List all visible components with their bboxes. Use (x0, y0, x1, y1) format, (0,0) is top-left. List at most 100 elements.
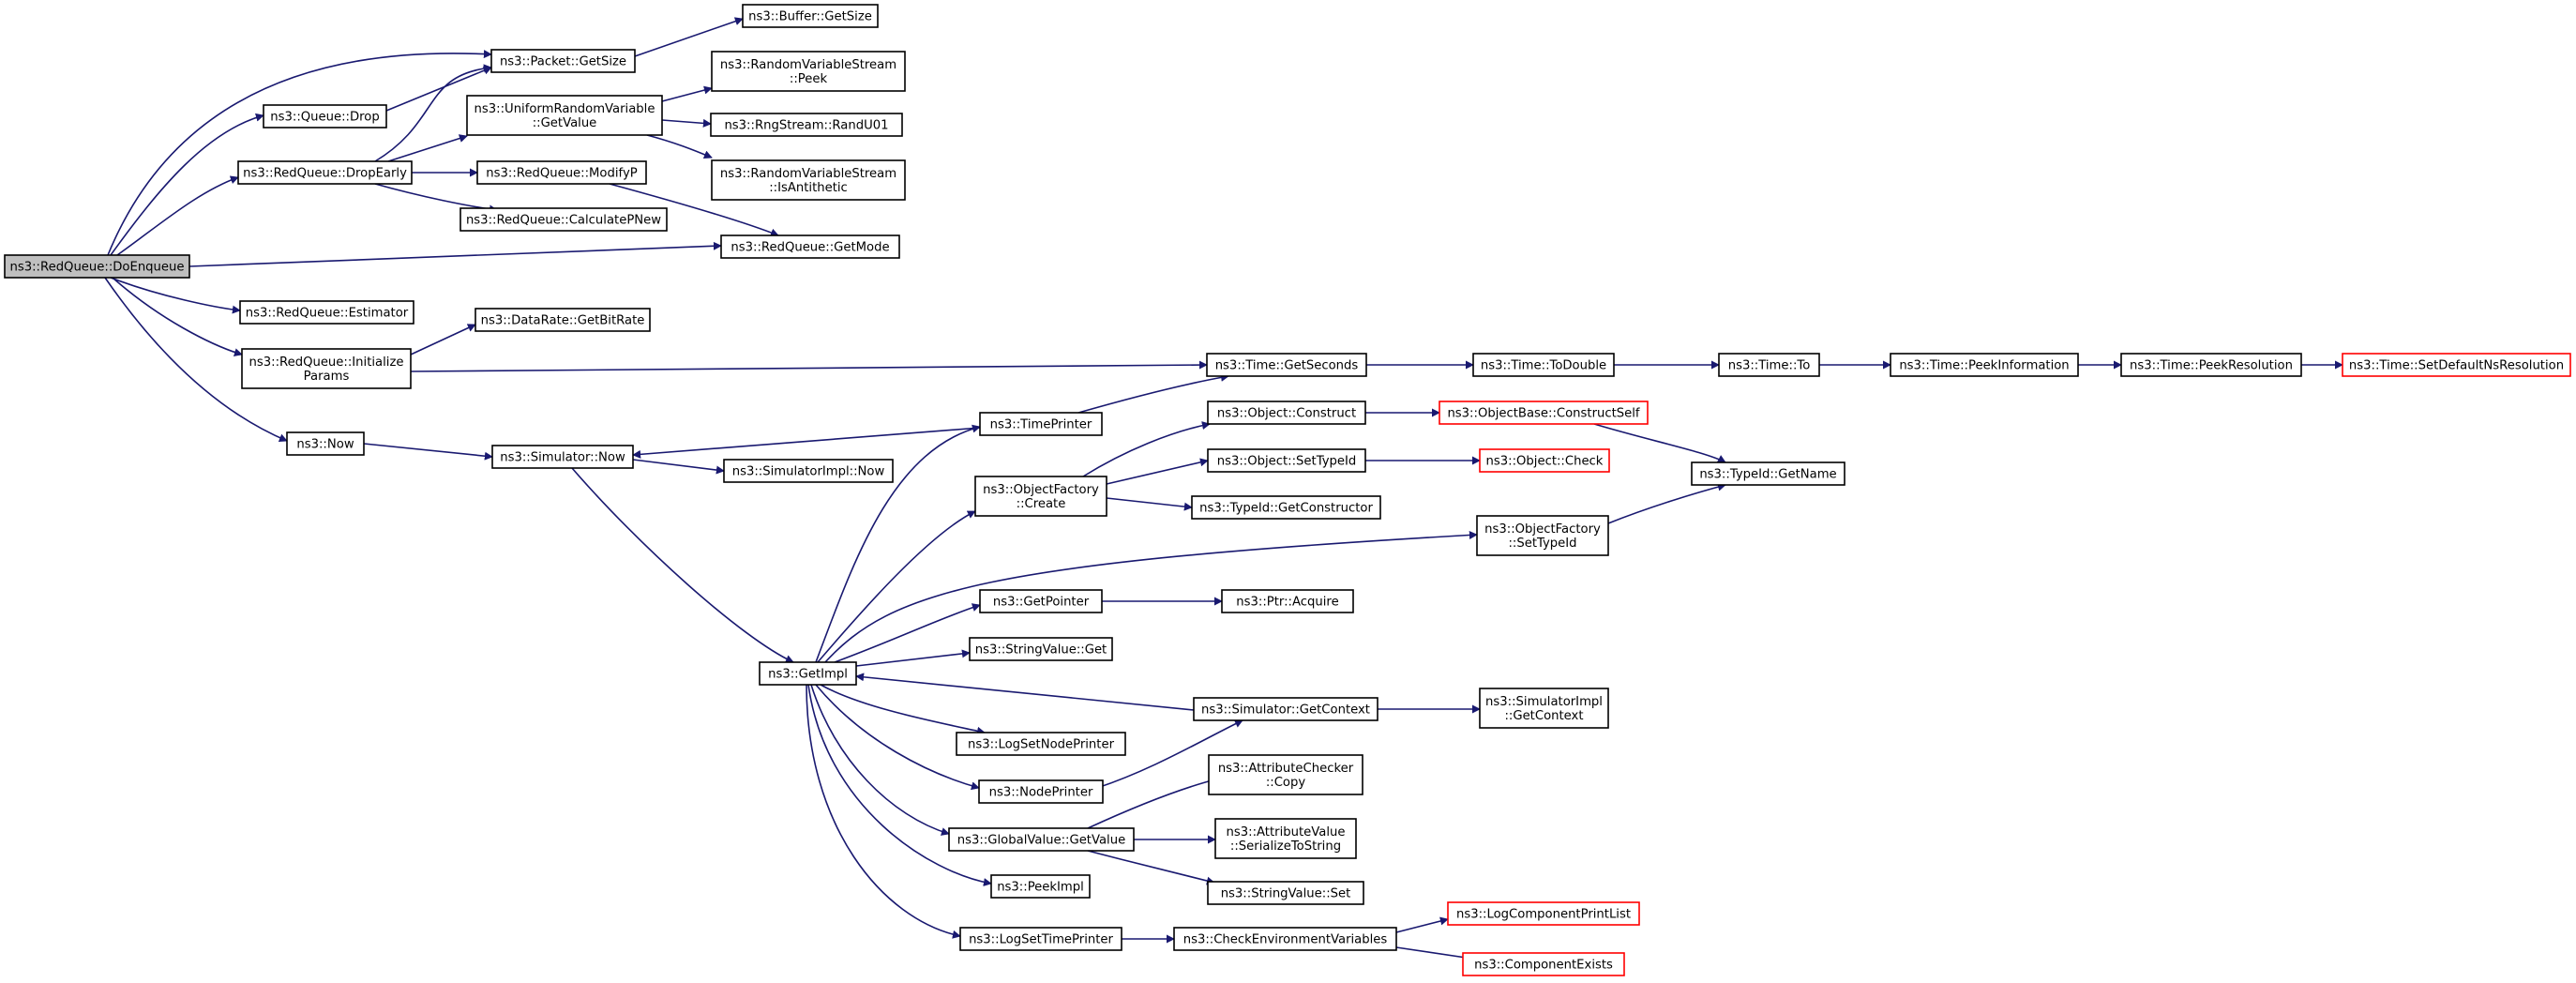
node-box[interactable] (1691, 461, 1845, 486)
node-box[interactable] (1462, 952, 1625, 976)
node-box[interactable] (466, 95, 663, 136)
node-box[interactable] (475, 308, 651, 332)
node-box[interactable] (1479, 688, 1609, 729)
node-box[interactable] (974, 476, 1107, 517)
graph-node[interactable]: ns3::Simulator::Now (491, 445, 634, 469)
graph-node[interactable]: ns3::SimulatorImpl::GetContext (1479, 688, 1609, 729)
graph-node[interactable]: ns3::DataRate::GetBitRate (475, 308, 651, 332)
graph-node[interactable]: ns3::RngStream::RandU01 (710, 113, 903, 137)
graph-node[interactable]: ns3::RedQueue::DoEnqueue (4, 254, 190, 279)
node-box[interactable] (1214, 818, 1357, 859)
node-box[interactable] (239, 300, 414, 325)
graph-node[interactable]: ns3::Time::PeekResolution (2120, 353, 2302, 377)
graph-node[interactable]: ns3::Buffer::GetSize (742, 4, 879, 28)
node-box[interactable] (969, 637, 1113, 661)
graph-node[interactable]: ns3::Object::Construct (1207, 401, 1366, 425)
node-box[interactable] (1207, 881, 1364, 905)
node-box[interactable] (1207, 401, 1366, 425)
node-box[interactable] (1718, 353, 1820, 377)
graph-node[interactable]: ns3::RedQueue::CalculatePNew (459, 207, 668, 232)
graph-node[interactable]: ns3::ObjectFactory::SetTypeId (1476, 515, 1609, 556)
graph-node[interactable]: ns3::Time::SetDefaultNsResolution (2342, 353, 2571, 377)
node-box[interactable] (711, 159, 906, 201)
graph-node[interactable]: ns3::TimePrinter (979, 412, 1103, 436)
node-box[interactable] (1206, 353, 1367, 377)
node-box[interactable] (710, 113, 903, 137)
graph-node[interactable]: ns3::GetImpl (759, 661, 857, 686)
node-box[interactable] (742, 4, 879, 28)
node-box[interactable] (720, 234, 900, 259)
graph-node[interactable]: ns3::ObjectFactory::Create (974, 476, 1107, 517)
node-box[interactable] (241, 348, 412, 389)
node-box[interactable] (1447, 901, 1640, 926)
graph-node[interactable]: ns3::LogSetTimePrinter (959, 927, 1122, 951)
graph-node[interactable]: ns3::TypeId::GetConstructor (1191, 495, 1381, 520)
node-box[interactable] (1476, 515, 1609, 556)
graph-node[interactable]: ns3::AttributeChecker::Copy (1208, 754, 1363, 795)
graph-node[interactable]: ns3::SimulatorImpl::Now (723, 459, 894, 483)
node-box[interactable] (1890, 353, 2079, 377)
node-box[interactable] (711, 51, 906, 92)
node-box[interactable] (1173, 927, 1397, 951)
node-box[interactable] (459, 207, 668, 232)
node-box[interactable] (723, 459, 894, 483)
graph-node[interactable]: ns3::Ptr::Acquire (1221, 589, 1354, 613)
graph-node[interactable]: ns3::CheckEnvironmentVariables (1173, 927, 1397, 951)
node-box[interactable] (959, 927, 1122, 951)
graph-node[interactable]: ns3::Now (286, 431, 365, 456)
graph-node[interactable]: ns3::Time::GetSeconds (1206, 353, 1367, 377)
node-box[interactable] (1221, 589, 1354, 613)
node-box[interactable] (990, 874, 1091, 899)
node-box[interactable] (2342, 353, 2571, 377)
graph-node[interactable]: ns3::RedQueue::Estimator (239, 300, 414, 325)
graph-node[interactable]: ns3::Time::To (1718, 353, 1820, 377)
node-box[interactable] (956, 732, 1126, 756)
graph-node[interactable]: ns3::TypeId::GetName (1691, 461, 1845, 486)
graph-node[interactable]: ns3::Packet::GetSize (490, 49, 636, 73)
node-box[interactable] (979, 589, 1103, 613)
graph-node[interactable]: ns3::RedQueue::GetMode (720, 234, 900, 259)
graph-node[interactable]: ns3::GetPointer (979, 589, 1103, 613)
node-box[interactable] (1472, 353, 1615, 377)
graph-node[interactable]: ns3::Time::PeekInformation (1890, 353, 2079, 377)
graph-node[interactable]: ns3::StringValue::Get (969, 637, 1113, 661)
node-box[interactable] (263, 104, 387, 129)
graph-node[interactable]: ns3::Simulator::GetContext (1193, 697, 1378, 721)
graph-node[interactable]: ns3::RedQueue::DropEarly (237, 160, 413, 185)
graph-node[interactable]: ns3::ComponentExists (1462, 952, 1625, 976)
node-box[interactable] (759, 661, 857, 686)
graph-node[interactable]: ns3::LogComponentPrintList (1447, 901, 1640, 926)
graph-node[interactable]: ns3::ObjectBase::ConstructSelf (1439, 401, 1649, 425)
node-box[interactable] (1439, 401, 1649, 425)
node-box[interactable] (2120, 353, 2302, 377)
graph-node[interactable]: ns3::UniformRandomVariable::GetValue (466, 95, 663, 136)
node-box[interactable] (1479, 448, 1610, 473)
node-box[interactable] (4, 254, 190, 279)
node-box[interactable] (948, 827, 1135, 852)
node-box[interactable] (286, 431, 365, 456)
node-box[interactable] (1193, 697, 1378, 721)
graph-node[interactable]: ns3::NodePrinter (978, 779, 1104, 804)
graph-node[interactable]: ns3::RandomVariableStream::Peek (711, 51, 906, 92)
node-box[interactable] (476, 160, 647, 185)
graph-node[interactable]: ns3::Time::ToDouble (1472, 353, 1615, 377)
graph-node[interactable]: ns3::AttributeValue::SerializeToString (1214, 818, 1357, 859)
node-box[interactable] (979, 412, 1103, 436)
node-box[interactable] (1208, 754, 1363, 795)
graph-node[interactable]: ns3::Queue::Drop (263, 104, 387, 129)
graph-node[interactable]: ns3::RandomVariableStream::IsAntithetic (711, 159, 906, 201)
graph-node[interactable]: ns3::LogSetNodePrinter (956, 732, 1126, 756)
node-box[interactable] (491, 445, 634, 469)
graph-node[interactable]: ns3::StringValue::Set (1207, 881, 1364, 905)
graph-node[interactable]: ns3::PeekImpl (990, 874, 1091, 899)
node-box[interactable] (237, 160, 413, 185)
graph-node[interactable]: ns3::RedQueue::ModifyP (476, 160, 647, 185)
graph-node[interactable]: ns3::GlobalValue::GetValue (948, 827, 1135, 852)
node-box[interactable] (978, 779, 1104, 804)
node-box[interactable] (490, 49, 636, 73)
graph-node[interactable]: ns3::Object::Check (1479, 448, 1610, 473)
node-box[interactable] (1207, 448, 1366, 473)
node-box[interactable] (1191, 495, 1381, 520)
graph-node[interactable]: ns3::Object::SetTypeId (1207, 448, 1366, 473)
